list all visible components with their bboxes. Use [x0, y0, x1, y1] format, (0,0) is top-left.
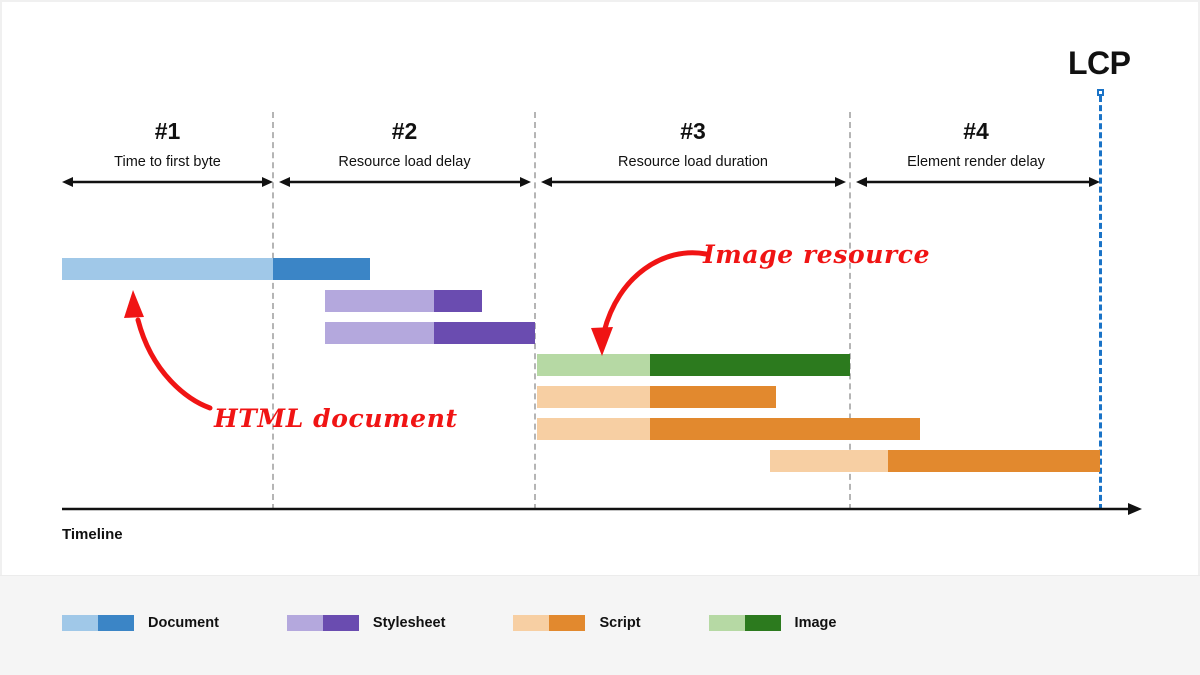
bar-segment-dark	[434, 290, 482, 312]
resource-bar-image	[537, 354, 850, 376]
bar-segment-light	[537, 418, 650, 440]
bar-segment-light	[325, 290, 434, 312]
chart-area-background	[0, 0, 1200, 575]
phase-4-arrow-icon	[856, 175, 1100, 189]
timeline-axis	[62, 503, 1142, 515]
annotation-html-document: HTML document	[214, 404, 458, 433]
lcp-marker-line	[1099, 96, 1102, 510]
bar-segment-dark	[888, 450, 1100, 472]
phase-4: #4 Element render delay	[852, 120, 1100, 170]
legend-swatch-document	[62, 615, 134, 631]
bar-segment-light	[770, 450, 888, 472]
phase-3-number: #3	[680, 118, 706, 144]
swatch-light	[513, 615, 550, 631]
bar-segment-light	[537, 386, 650, 408]
phase-1-number: #1	[154, 118, 181, 144]
legend-label-stylesheet: Stylesheet	[372, 615, 446, 631]
swatch-dark	[744, 615, 781, 631]
lcp-marker-cap-icon	[1097, 89, 1104, 96]
phase-divider-1	[272, 112, 274, 510]
resource-bar-stylesheet-1	[325, 290, 482, 312]
phase-3-name: Resource load duration	[618, 154, 768, 170]
bar-segment-dark	[434, 322, 535, 344]
legend-swatch-script	[513, 615, 586, 631]
legend-item-document: Document	[62, 615, 219, 631]
resource-bar-script-3	[770, 450, 1100, 472]
bar-segment-dark	[650, 418, 920, 440]
phase-1: #1 Time to first byte	[62, 120, 273, 170]
phase-1-arrow-icon	[62, 175, 273, 189]
phase-divider-2	[534, 112, 536, 510]
legend-label-document: Document	[148, 615, 219, 631]
bar-segment-dark	[273, 258, 370, 280]
phase-3: #3 Resource load duration	[537, 120, 849, 170]
timeline-label: Timeline	[62, 526, 123, 543]
lcp-label: LCP	[1068, 45, 1131, 81]
annotation-image-resource: Image resource	[703, 240, 931, 269]
swatch-light	[286, 615, 323, 631]
bar-segment-dark	[650, 386, 776, 408]
bar-segment-dark	[650, 354, 850, 376]
bar-segment-light	[325, 322, 434, 344]
phase-divider-3	[849, 112, 851, 510]
legend-item-stylesheet: Stylesheet	[286, 615, 446, 631]
resource-bar-script-2	[537, 418, 920, 440]
swatch-dark	[549, 615, 586, 631]
phase-4-name: Element render delay	[907, 154, 1045, 170]
legend: Document Stylesheet Script Image	[62, 615, 904, 631]
phase-2-number: #2	[391, 118, 418, 144]
swatch-light	[708, 615, 745, 631]
phase-2-name: Resource load delay	[338, 154, 471, 170]
legend-item-image: Image	[708, 615, 837, 631]
bar-segment-light	[62, 258, 273, 280]
swatch-light	[62, 615, 98, 631]
legend-item-script: Script	[513, 615, 641, 631]
swatch-dark	[322, 615, 359, 631]
resource-bar-script-1	[537, 386, 776, 408]
phase-2: #2 Resource load delay	[275, 120, 534, 170]
swatch-dark	[98, 615, 134, 631]
bar-segment-light	[537, 354, 650, 376]
legend-label-script: Script	[599, 615, 641, 631]
legend-band-background	[0, 575, 1200, 675]
phase-1-name: Time to first byte	[114, 154, 221, 170]
legend-swatch-stylesheet	[286, 615, 359, 631]
resource-bar-document	[62, 258, 370, 280]
phase-4-number: #4	[963, 118, 989, 144]
phase-2-arrow-icon	[279, 175, 531, 189]
legend-swatch-image	[708, 615, 781, 631]
legend-label-image: Image	[794, 615, 837, 631]
resource-bar-stylesheet-2	[325, 322, 535, 344]
phase-3-arrow-icon	[541, 175, 846, 189]
